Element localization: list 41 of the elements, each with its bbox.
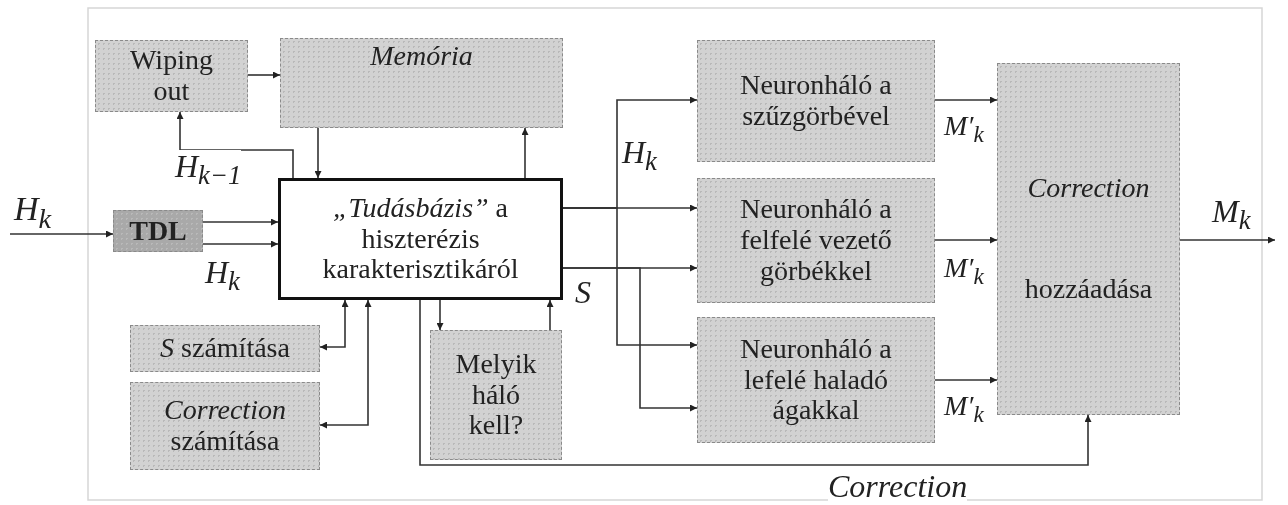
node-text: Neuronháló a szűzgörbével — [739, 70, 893, 132]
arrow — [202, 218, 279, 226]
node-text: TDL — [129, 215, 187, 247]
arrow — [9, 230, 114, 238]
arrow — [521, 127, 529, 179]
arrow — [314, 127, 322, 179]
arrow — [934, 376, 998, 384]
arrow — [319, 299, 349, 351]
arrow — [562, 207, 698, 349]
arrow — [934, 236, 998, 244]
arrow — [1179, 236, 1276, 244]
arrow — [202, 240, 279, 248]
process-box — [997, 63, 1180, 415]
arrow — [934, 96, 998, 104]
process-box — [130, 325, 320, 372]
arrow — [562, 267, 698, 412]
node-text: Wiping out — [129, 45, 214, 107]
arrow — [319, 299, 372, 429]
arrow — [546, 299, 554, 331]
process-box — [697, 178, 935, 303]
node-text: Memória — [370, 41, 473, 72]
node-text: Neuronháló a felfelé vezető görbékkel — [739, 194, 893, 287]
process-box — [697, 317, 935, 443]
node-text: Neuronháló a lefelé haladó ágakkal — [739, 333, 893, 427]
process-box — [697, 40, 935, 162]
arrow — [176, 111, 294, 179]
arrow — [419, 299, 1092, 466]
process-box — [95, 40, 248, 112]
node-text: S számítása — [160, 333, 290, 364]
process-box — [430, 330, 562, 460]
node-text: Melyik háló kell? — [454, 348, 538, 442]
node-text: Correction — [1027, 173, 1150, 204]
node-text: Correction számítása — [163, 395, 287, 457]
arrow — [247, 71, 281, 79]
node-text: hozzáadása — [1024, 274, 1153, 305]
node-text: „Tudásbázis” a hiszterézis karakterisztikáról — [321, 192, 520, 286]
process-box — [280, 38, 563, 128]
knowledge-base-box — [278, 178, 563, 300]
arrow — [436, 299, 444, 331]
process-box — [130, 382, 320, 470]
process-box — [113, 210, 203, 252]
